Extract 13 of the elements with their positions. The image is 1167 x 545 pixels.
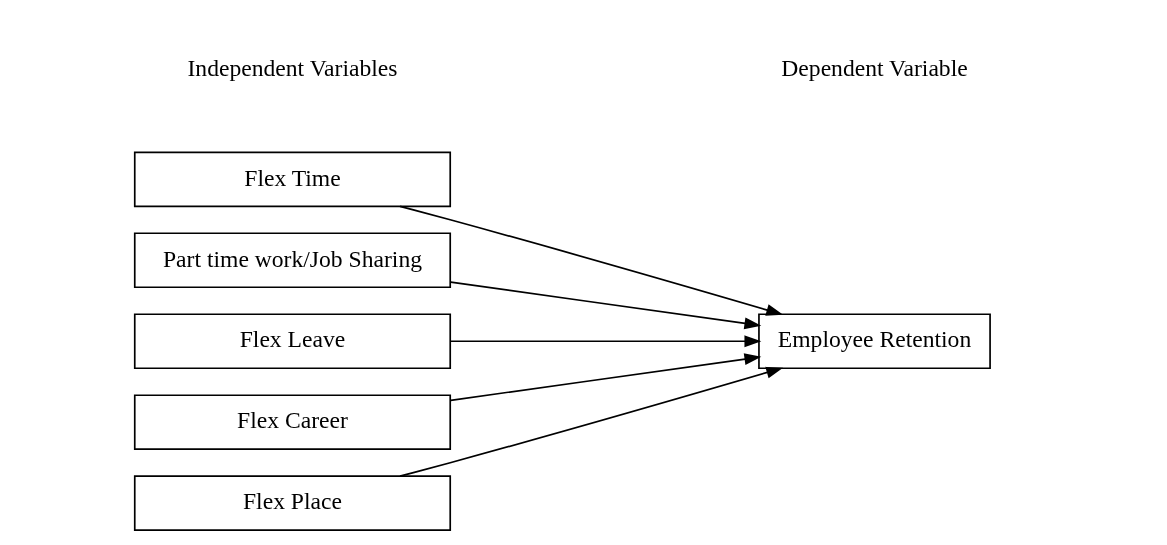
arrow bbox=[449, 281, 762, 330]
arrow bbox=[399, 205, 784, 316]
arrow bbox=[399, 366, 784, 477]
node-box: Flex Leave bbox=[133, 313, 452, 370]
label: Dependent Variable bbox=[781, 54, 968, 81]
arrow bbox=[449, 335, 762, 348]
node-box: Flex Time bbox=[133, 151, 452, 208]
arrow bbox=[449, 353, 762, 402]
node-box: Part time work/Job Sharing bbox=[133, 232, 452, 289]
node-box: Flex Place bbox=[133, 475, 452, 532]
node-box: Flex Career bbox=[133, 394, 452, 451]
node-box: Employee Retention bbox=[758, 313, 991, 370]
label: Independent Variables bbox=[187, 54, 398, 81]
